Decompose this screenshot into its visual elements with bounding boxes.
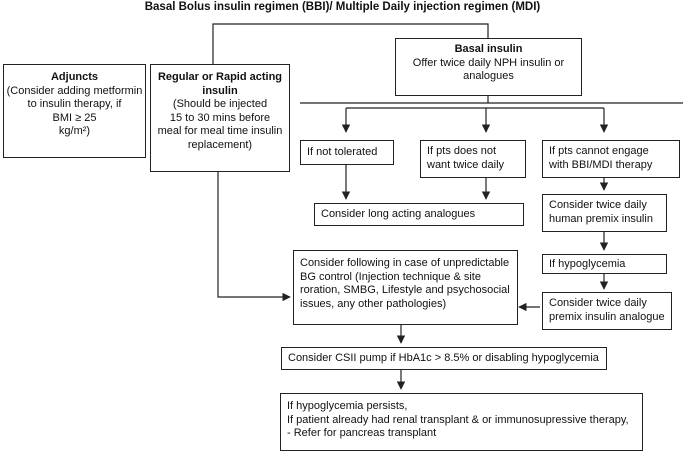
rapid-line: meal for meal time insulin [157,125,283,137]
basal-heading: Basal insulin [454,43,523,55]
rapid-line: (Should be injected [172,98,268,110]
not-want-text: want twice daily [427,158,505,171]
title-bracket-line [212,23,489,64]
adjuncts-box: Adjuncts (Consider adding metformin to i… [3,64,146,158]
premix-analogue-text: premix insulin analogue [549,310,665,323]
hypoglycemia-text: If hypoglycemia [549,258,626,270]
unpredictable-text: roration, SMBG, Lifestyle and psychosoci… [300,284,510,296]
diagram-title: Basal Bolus insulin regimen (BBI)/ Multi… [144,1,541,13]
not-tolerated-box: If not tolerated [300,140,394,165]
unpredictable-text: issues, any other pathologies) [300,297,447,310]
adjuncts-line: BMI ≥ 25 [52,111,97,124]
rapid-heading: insulin [202,84,238,97]
human-premix-text: human premix insulin [549,212,653,225]
rapid-line: replacement) [187,138,253,151]
long-acting-box: Consider long acting analogues [314,203,524,226]
human-premix-box: Consider twice daily human premix insuli… [542,194,667,232]
csii-text: Consider CSII pump if HbA1c > 8.5% or di… [288,352,599,364]
adjuncts-line: (Consider adding metformin [6,84,143,97]
long-acting-text: Consider long acting analogues [321,208,476,220]
hypoglycemia-persists-box: If hypoglycemia persists, If patient alr… [280,393,643,451]
adjuncts-heading: Adjuncts [50,71,99,83]
premix-analogue-text: Consider twice daily [549,297,647,309]
basal-line: Offer twice daily NPH insulin or [412,56,565,69]
cannot-engage-text: with BBI/MDI therapy [549,158,653,171]
premix-analogue-box: Consider twice daily premix insulin anal… [542,292,672,330]
unpredictable-text: BG control (Injection technique & site [300,270,481,283]
human-premix-text: Consider twice daily [549,199,647,211]
not-want-text: If pts does not [427,145,497,157]
cannot-engage-text: If pts cannot engage [549,145,649,157]
adjuncts-line: to insulin therapy, if [27,98,122,110]
not-want-twice-daily-box: If pts does not want twice daily [420,140,526,178]
not-tolerated-text: If not tolerated [307,146,378,158]
cannot-engage-box: If pts cannot engage with BBI/MDI therap… [542,140,680,178]
persists-text: If hypoglycemia persists, [287,400,408,412]
persists-text: - Refer for pancreas transplant [287,427,437,439]
persists-text: If patient already had renal transplant … [287,413,629,426]
rapid-line: 15 to 30 mins before [169,111,271,124]
rapid-insulin-box: Regular or Rapid acting insulin (Should … [150,64,290,172]
adjuncts-line: kg/m²) [58,125,91,137]
hypoglycemia-box: If hypoglycemia [542,254,667,274]
arrow-rapid-to-unpredictable [217,172,291,302]
csii-pump-box: Consider CSII pump if HbA1c > 8.5% or di… [281,347,607,370]
unpredictable-bg-box: Consider following in case of unpredicta… [293,250,518,325]
unpredictable-text: Consider following in case of unpredicta… [300,257,510,269]
basal-line: analogues [463,70,514,82]
basal-insulin-box: Basal insulin Offer twice daily NPH insu… [395,38,582,96]
rapid-heading: Regular or Rapid acting [157,71,283,83]
